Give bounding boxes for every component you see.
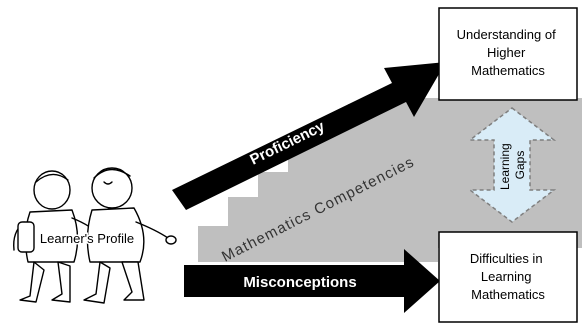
difficulties-box bbox=[438, 231, 578, 323]
difficulties-line-1: Difficulties in bbox=[470, 251, 543, 266]
understanding-line-1: Understanding of bbox=[457, 27, 556, 42]
understanding-box bbox=[438, 7, 578, 101]
understanding-line-2: Higher bbox=[487, 45, 526, 60]
understanding-line-3: Mathematics bbox=[471, 63, 545, 78]
learning-gaps-text: Learning Gaps bbox=[498, 140, 527, 190]
difficulties-line-2: Learning bbox=[481, 269, 532, 284]
mathematics-competencies-stairs bbox=[198, 98, 438, 262]
learning-gaps-line-2: Gaps bbox=[513, 151, 527, 180]
difficulties-box-text: Difficulties in Learning Mathematics bbox=[470, 251, 546, 302]
learning-gaps-line-1: Learning bbox=[498, 143, 512, 190]
misconceptions-arrow: Misconceptions bbox=[184, 249, 440, 313]
difficulties-line-3: Mathematics bbox=[471, 287, 545, 302]
learning-gaps-arrow: Learning Gaps bbox=[467, 107, 557, 223]
children-walking-illustration bbox=[13, 167, 177, 304]
learner-profile-label: Learner's Profile bbox=[40, 231, 134, 246]
understanding-box-text: Understanding of Higher Mathematics bbox=[457, 27, 560, 78]
misconceptions-label: Misconceptions bbox=[243, 274, 356, 291]
